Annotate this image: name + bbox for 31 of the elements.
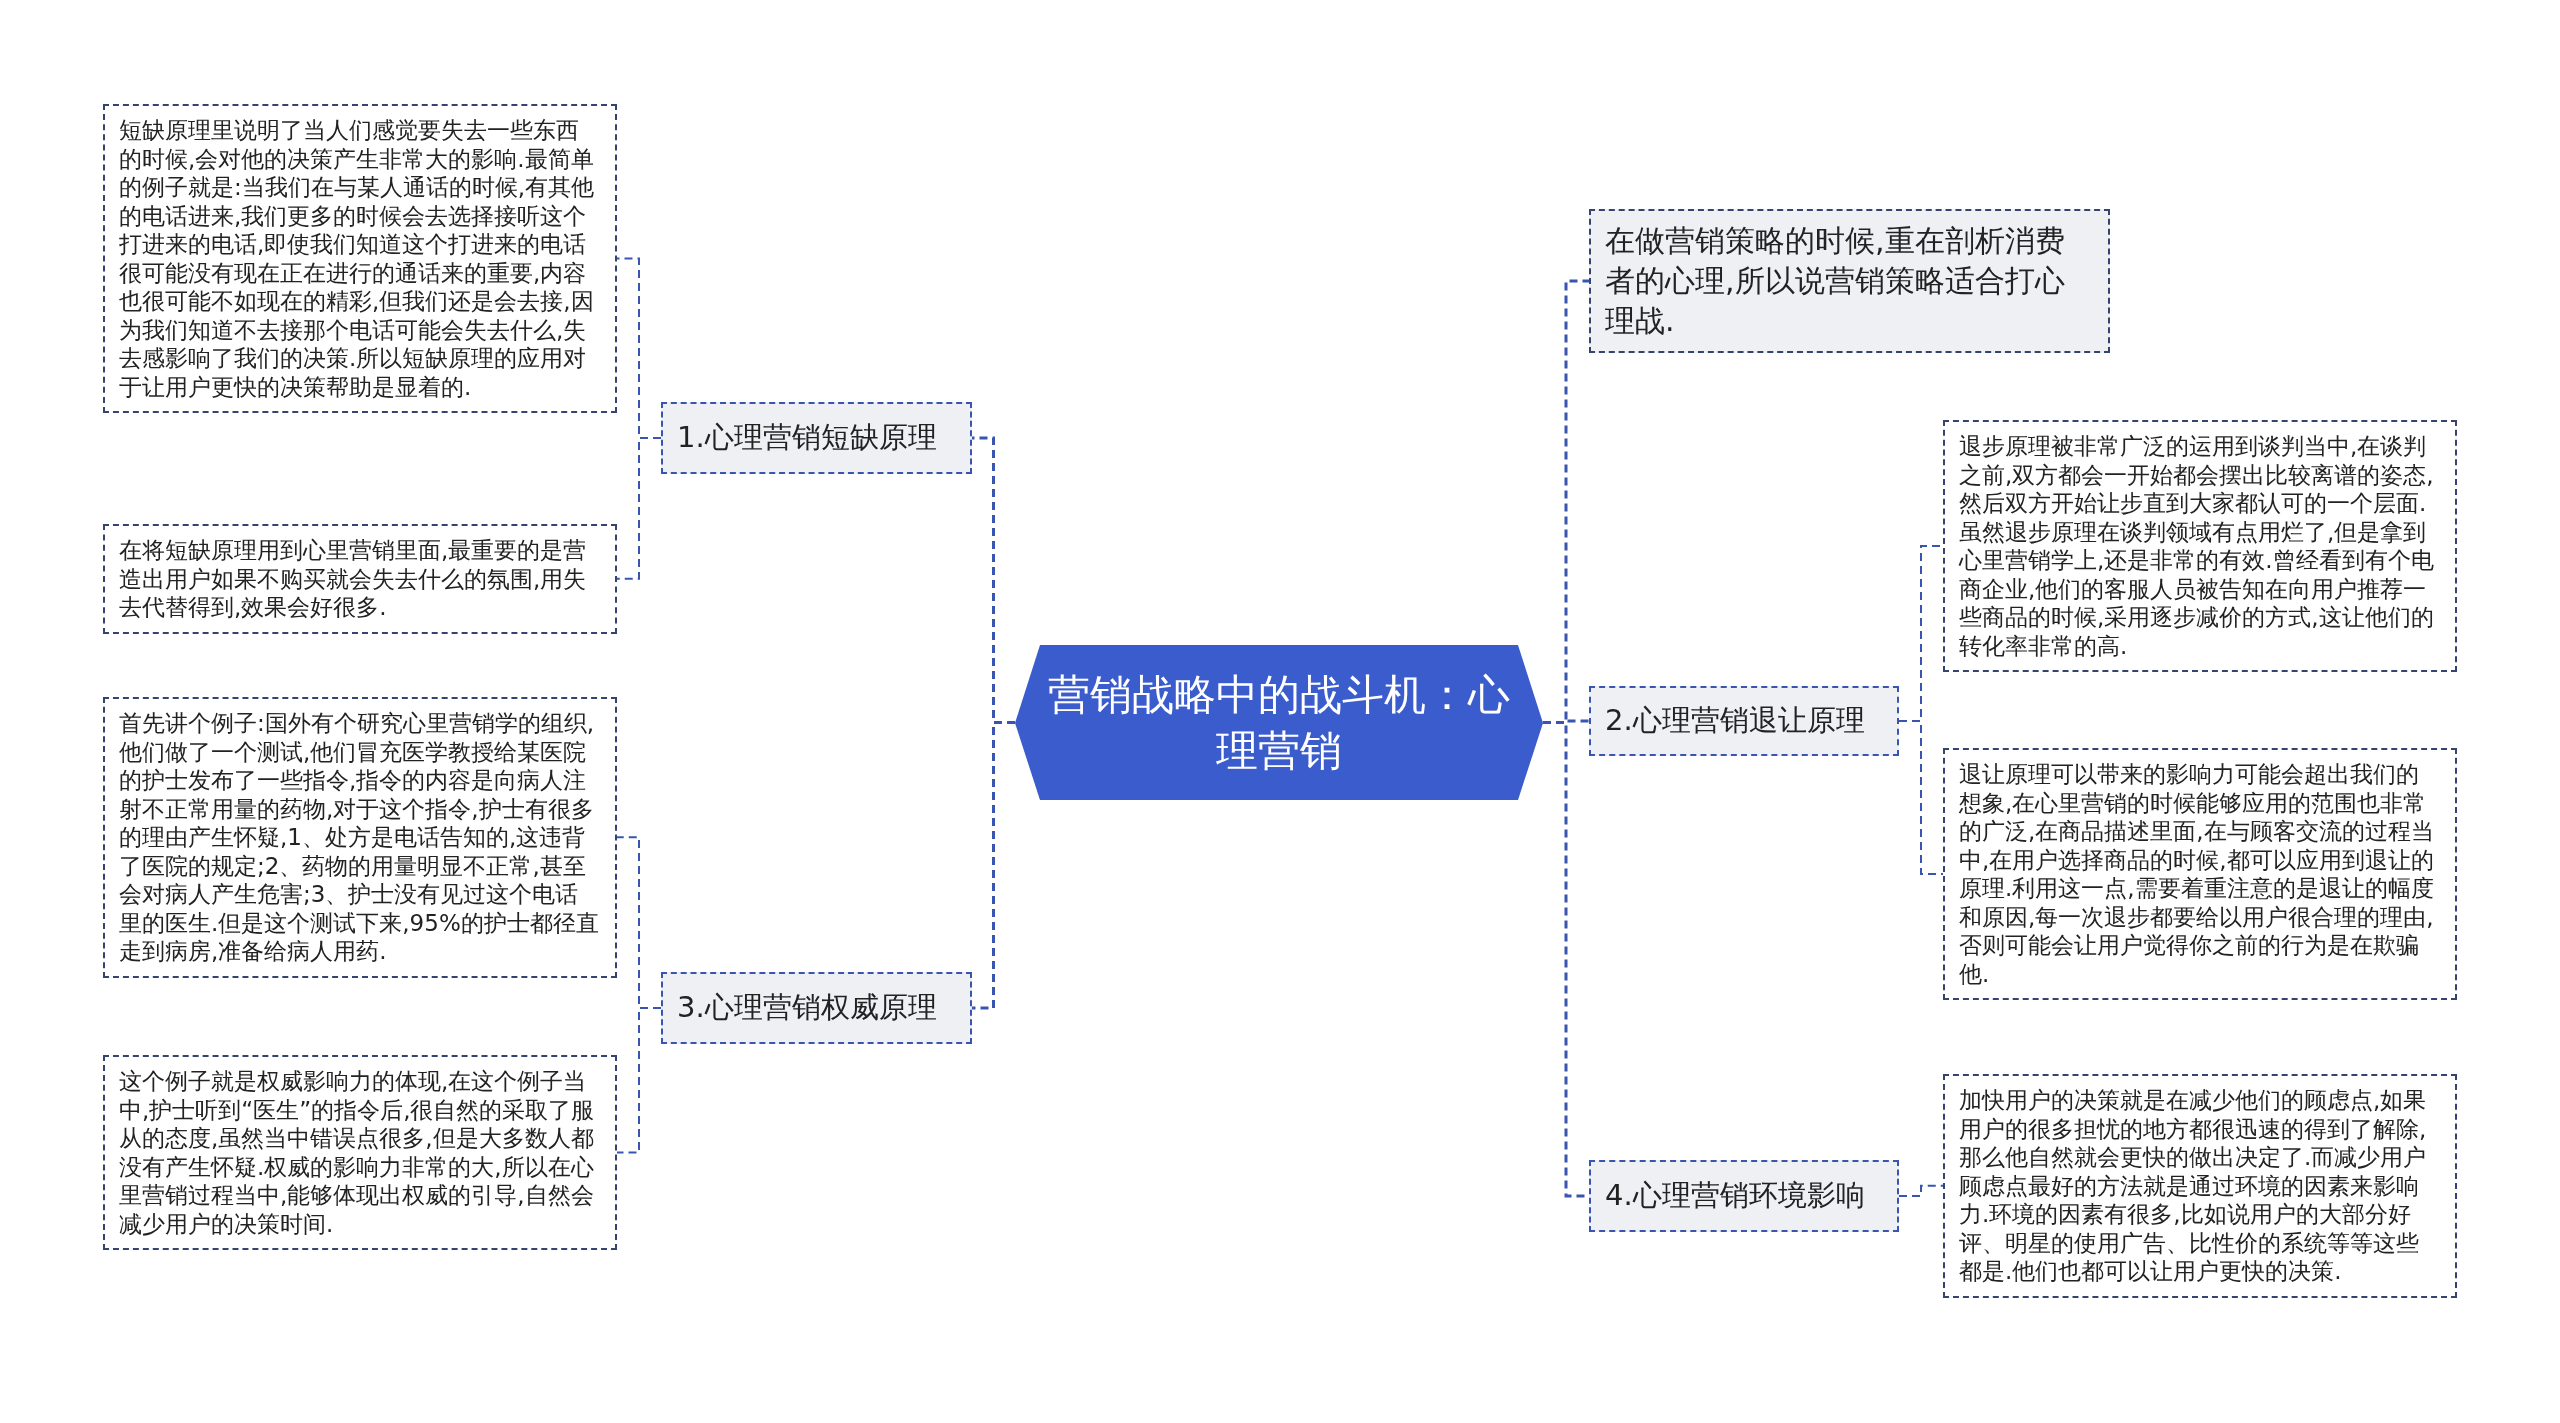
topic-label: 4.心理营销环境影响	[1605, 1177, 1865, 1214]
topic-box	[1589, 1160, 1899, 1232]
topic-title: 营销战略中的战斗机：心理营销	[1047, 668, 1511, 777]
note-box	[103, 104, 617, 413]
note-box	[103, 524, 617, 634]
note-box	[1943, 748, 2457, 1000]
central-topic	[1015, 645, 1543, 800]
connector	[1898, 720, 1944, 875]
note-text: 首先讲个例子:国外有个研究心里营销学的组织,他们做了一个测试,他们冒充医学教授给某医院的护士发布了一些指令,指令的内容是向病人注射不正常用量的药物,对于这个指令,护士有很多的理由产生怀疑,1、处方是电话告知的,这违背了医院的规定;2、药物的用量明显不正常,甚至会对病人产生危害;3、护士没有见过这个电话里的医生.但是这个测试下来,95%的护士都径直走到病房,准备给病人用药.	[119, 710, 599, 964]
note-box	[103, 1055, 617, 1250]
note-box	[1943, 420, 2457, 672]
topic-label: 2.心理营销退让原理	[1605, 702, 1865, 739]
connector	[972, 721, 1015, 1010]
connector	[616, 1007, 662, 1154]
topic-box	[661, 972, 972, 1044]
note-text: 退让原理可以带来的影响力可能会超出我们的想象,在心里营销的时候能够应用的范围也非常的广泛,在商品描述里面,在与顾客交流的过程当中,在用户选择商品的时候,都可以应用到退让的原理.利用这一点,需要着重注意的是退让的幅度和原因,每一次退步都要给以用户很合理的理由,否则可能会让用户觉得你之前的行为是在欺骗他.	[1959, 761, 2434, 987]
note-text: 在将短缺原理用到心里营销里面,最重要的是营造出用户如果不购买就会失去什么的氛围,用失去代替得到,效果会好很多.	[119, 537, 587, 620]
topic-box	[1589, 686, 1899, 756]
note-box	[103, 697, 617, 978]
note-text: 短缺原理里说明了当人们感觉要失去一些东西的时候,会对他的决策产生非常大的影响.最简单的例子就是:当我们在与某人通话的时候,有其他的电话进来,我们更多的时候会去选择接听这个打进来的电话,即使我们知道这个打进来的电话很可能没有现在正在进行的通话来的重要,内容也很可能不如现在的精彩,但我们还是会去接,因为我们知道不去接那个电话可能会失去什么,失去感影响了我们的决策.所以短缺原理的应用对于让用户更快的决策帮助是显着的.	[119, 117, 595, 400]
note-box	[1943, 1074, 2457, 1298]
note-text: 这个例子就是权威影响力的体现,在这个例子当中,护士听到“医生”的指令后,很自然的采取了服从的态度,虽然当中错误点很多,但是大多数人都没有产生怀疑.权威的影响力非常的大,所以在心里营销过程当中,能够体现出权威的引导,自然会减少用户的决策时间.	[119, 1068, 595, 1237]
note-box	[1589, 209, 2110, 353]
topic-box	[661, 402, 972, 474]
topic-label: 3.心理营销权威原理	[677, 989, 937, 1026]
topic-label: 1.心理营销短缺原理	[677, 419, 937, 456]
connector	[616, 437, 662, 580]
note-text: 加快用户的决策就是在减少他们的顾虑点,如果用户的很多担忧的地方都很迅速的得到了解除,那么他自然就会更快的做出决定了.而减少用户顾虑点最好的方法就是通过环境的因素来影响力.环境的因素有很多,比如说用户的大部分好评、明星的使用广告、比性价的系统等等这些都是.他们也都可以让用户更快的决策.	[1959, 1087, 2427, 1284]
connector	[1898, 1184, 1944, 1197]
note-text: 在做营销策略的时候,重在剖析消费者的心理,所以说营销策略适合打心理战.	[1605, 223, 2065, 338]
note-text: 退步原理被非常广泛的运用到谈判当中,在谈判之前,双方都会一开始都会摆出比较离谱的姿态,然后双方开始让步直到大家都认可的一个层面.虽然退步原理在谈判领域有点用烂了,但是拿到心里营销学上,还是非常的有效.曾经看到有个电商企业,他们的客服人员被告知在向用户推荐一些商品的时候,采用逐步减价的方式,这让他们的转化率非常的高.	[1959, 433, 2434, 659]
